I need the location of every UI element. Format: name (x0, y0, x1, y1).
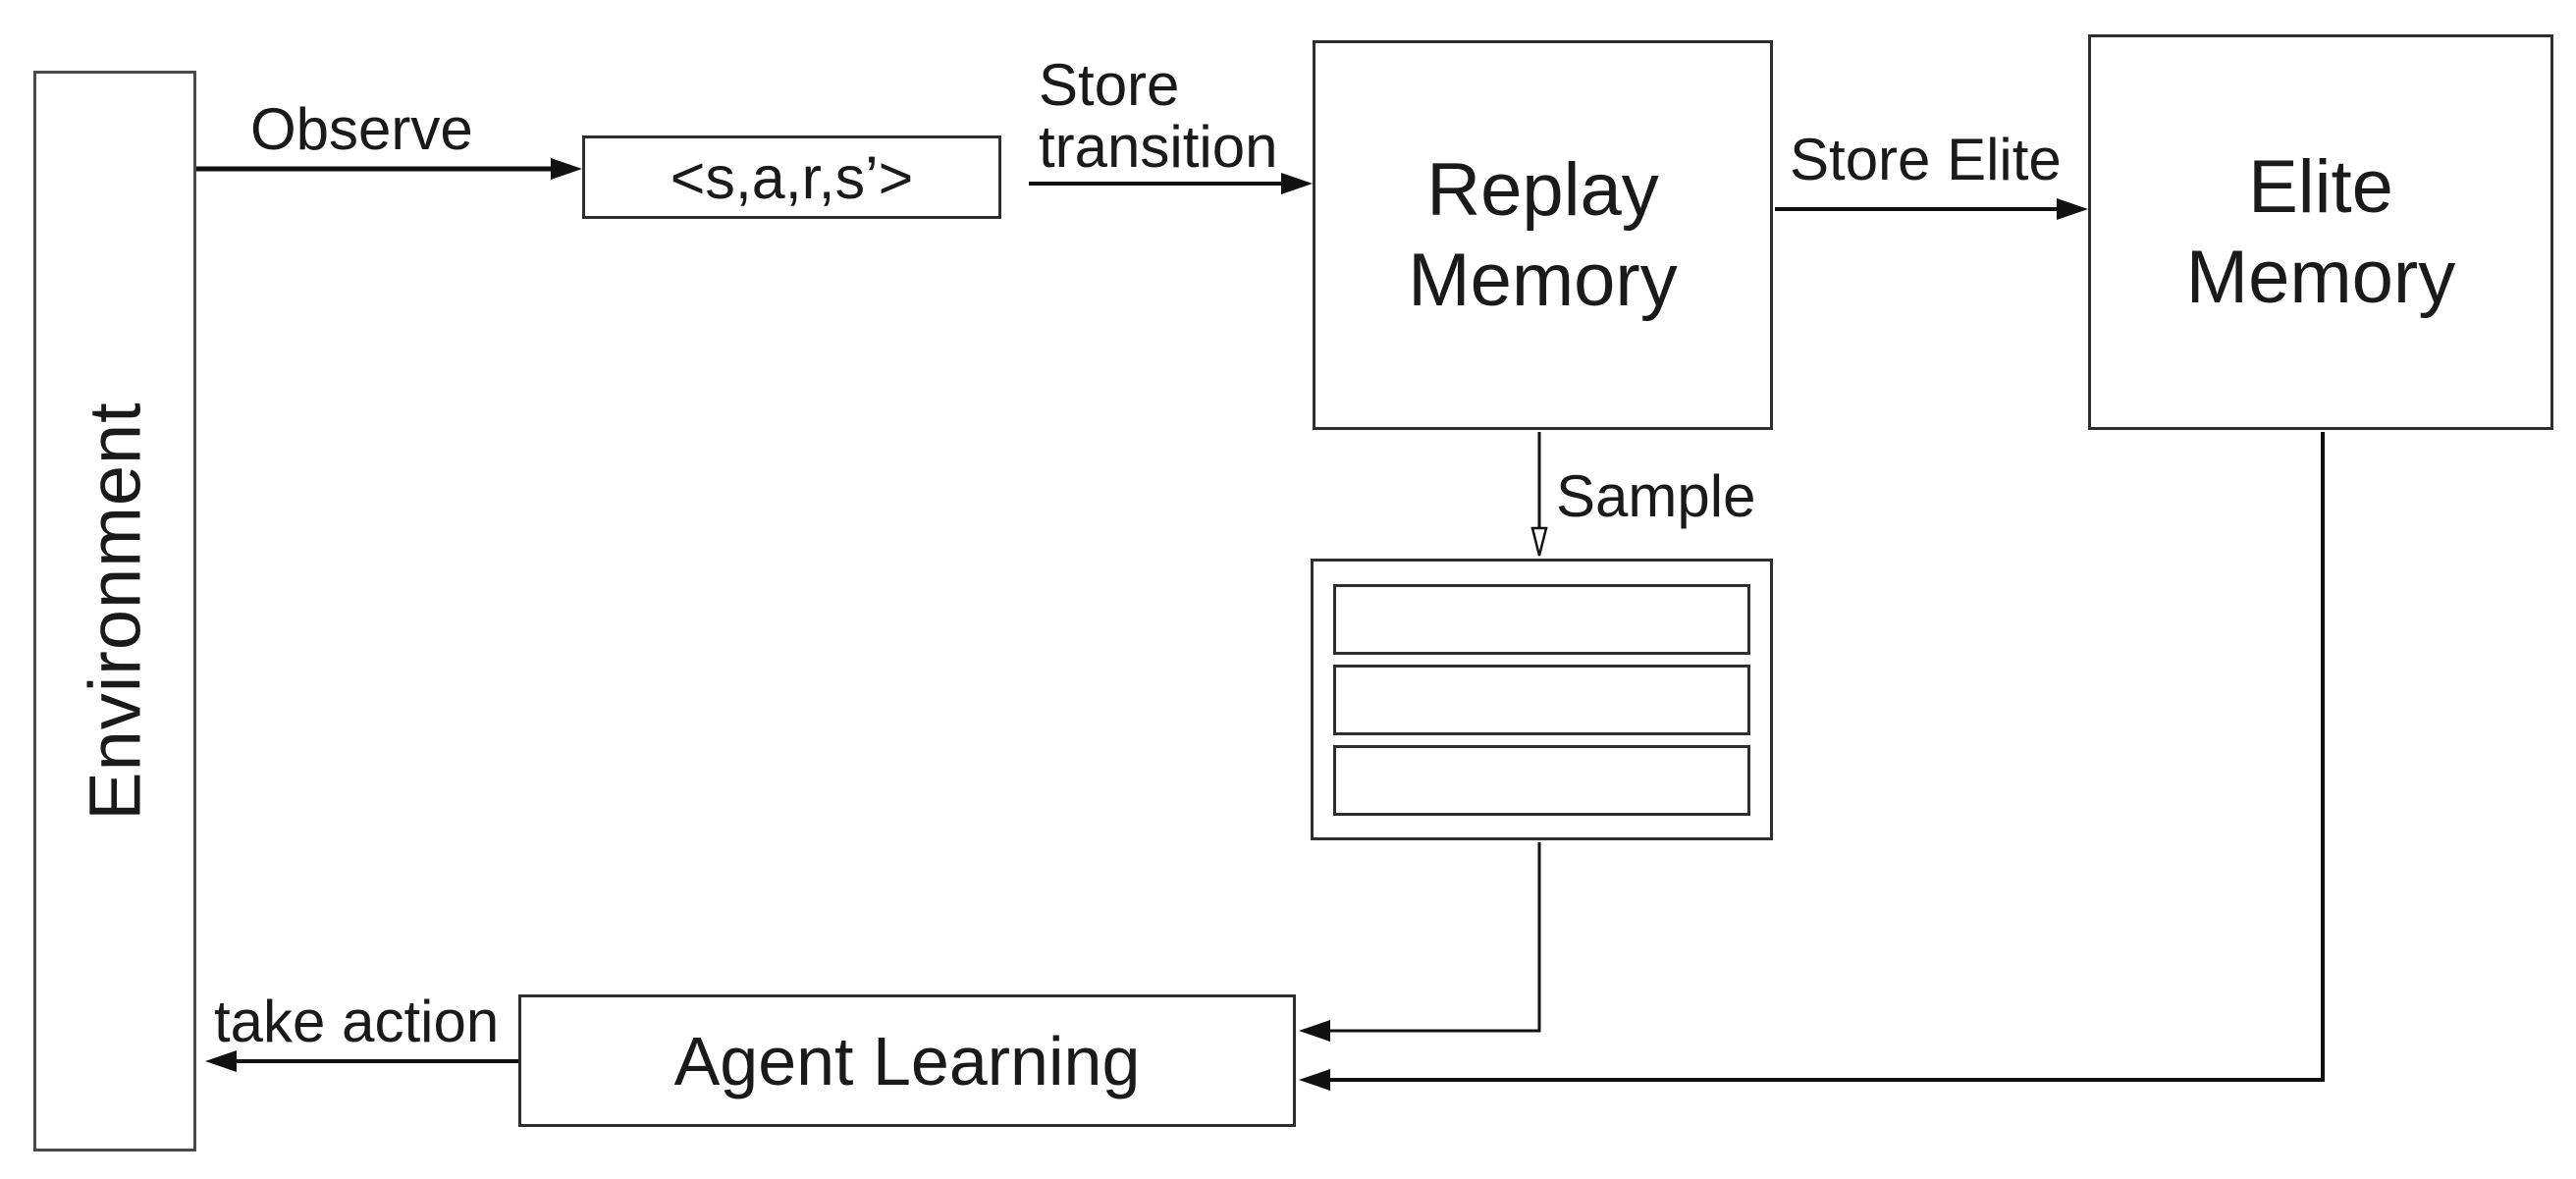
replay-memory-label-line2: Memory (1408, 238, 1678, 322)
arrowhead-left-icon (1299, 1020, 1330, 1042)
elite-to-agent-arrow (1299, 432, 2323, 1091)
arrowhead-right-icon (551, 158, 582, 180)
minibatch-row (1333, 584, 1750, 655)
environment-label: Environment (74, 402, 156, 821)
sample-arrow (1532, 432, 1546, 556)
minibatch-row (1333, 745, 1750, 816)
minibatch-to-agent-arrow (1299, 842, 1539, 1042)
replay-memory-label-line1: Replay (1426, 147, 1659, 232)
store-elite-arrow (1775, 198, 2088, 220)
take-action-label: take action (214, 989, 500, 1054)
store-transition-label-line2: transition (1039, 114, 1278, 180)
minibatch-row (1333, 665, 1750, 735)
replay-memory-box: Replay Memory (1313, 40, 1773, 430)
agent-learning-label: Agent Learning (673, 1022, 1141, 1099)
store-transition-label-line1: Store (1039, 52, 1180, 118)
transition-tuple-label: <s,a,r,s’> (670, 143, 914, 211)
elite-memory-label-line1: Elite (2248, 144, 2393, 229)
agent-learning-box: Agent Learning (518, 994, 1296, 1127)
arrowhead-left-icon (1299, 1069, 1330, 1091)
arrowhead-open-down-icon (1532, 528, 1546, 556)
store-transition-label: Store transition (1039, 54, 1277, 178)
arrowhead-left-icon (205, 1050, 237, 1072)
store-elite-label: Store Elite (1790, 127, 2062, 192)
store-transition-arrow (1029, 173, 1313, 194)
minibatch-box (1311, 559, 1773, 840)
arrowhead-right-icon (1281, 173, 1313, 194)
elite-memory-label-line2: Memory (2185, 235, 2456, 319)
elite-memory-label: Elite Memory (2186, 142, 2455, 323)
observe-arrow (196, 158, 582, 180)
environment-box: Environment (33, 71, 196, 1152)
sample-label: Sample (1556, 463, 1756, 529)
observe-label: Observe (250, 96, 473, 162)
elite-memory-box: Elite Memory (2088, 34, 2553, 430)
replay-memory-label: Replay Memory (1408, 145, 1677, 326)
take-action-arrow (205, 1050, 518, 1072)
arrowhead-right-icon (2057, 198, 2088, 220)
transition-tuple-box: <s,a,r,s’> (582, 135, 1001, 219)
